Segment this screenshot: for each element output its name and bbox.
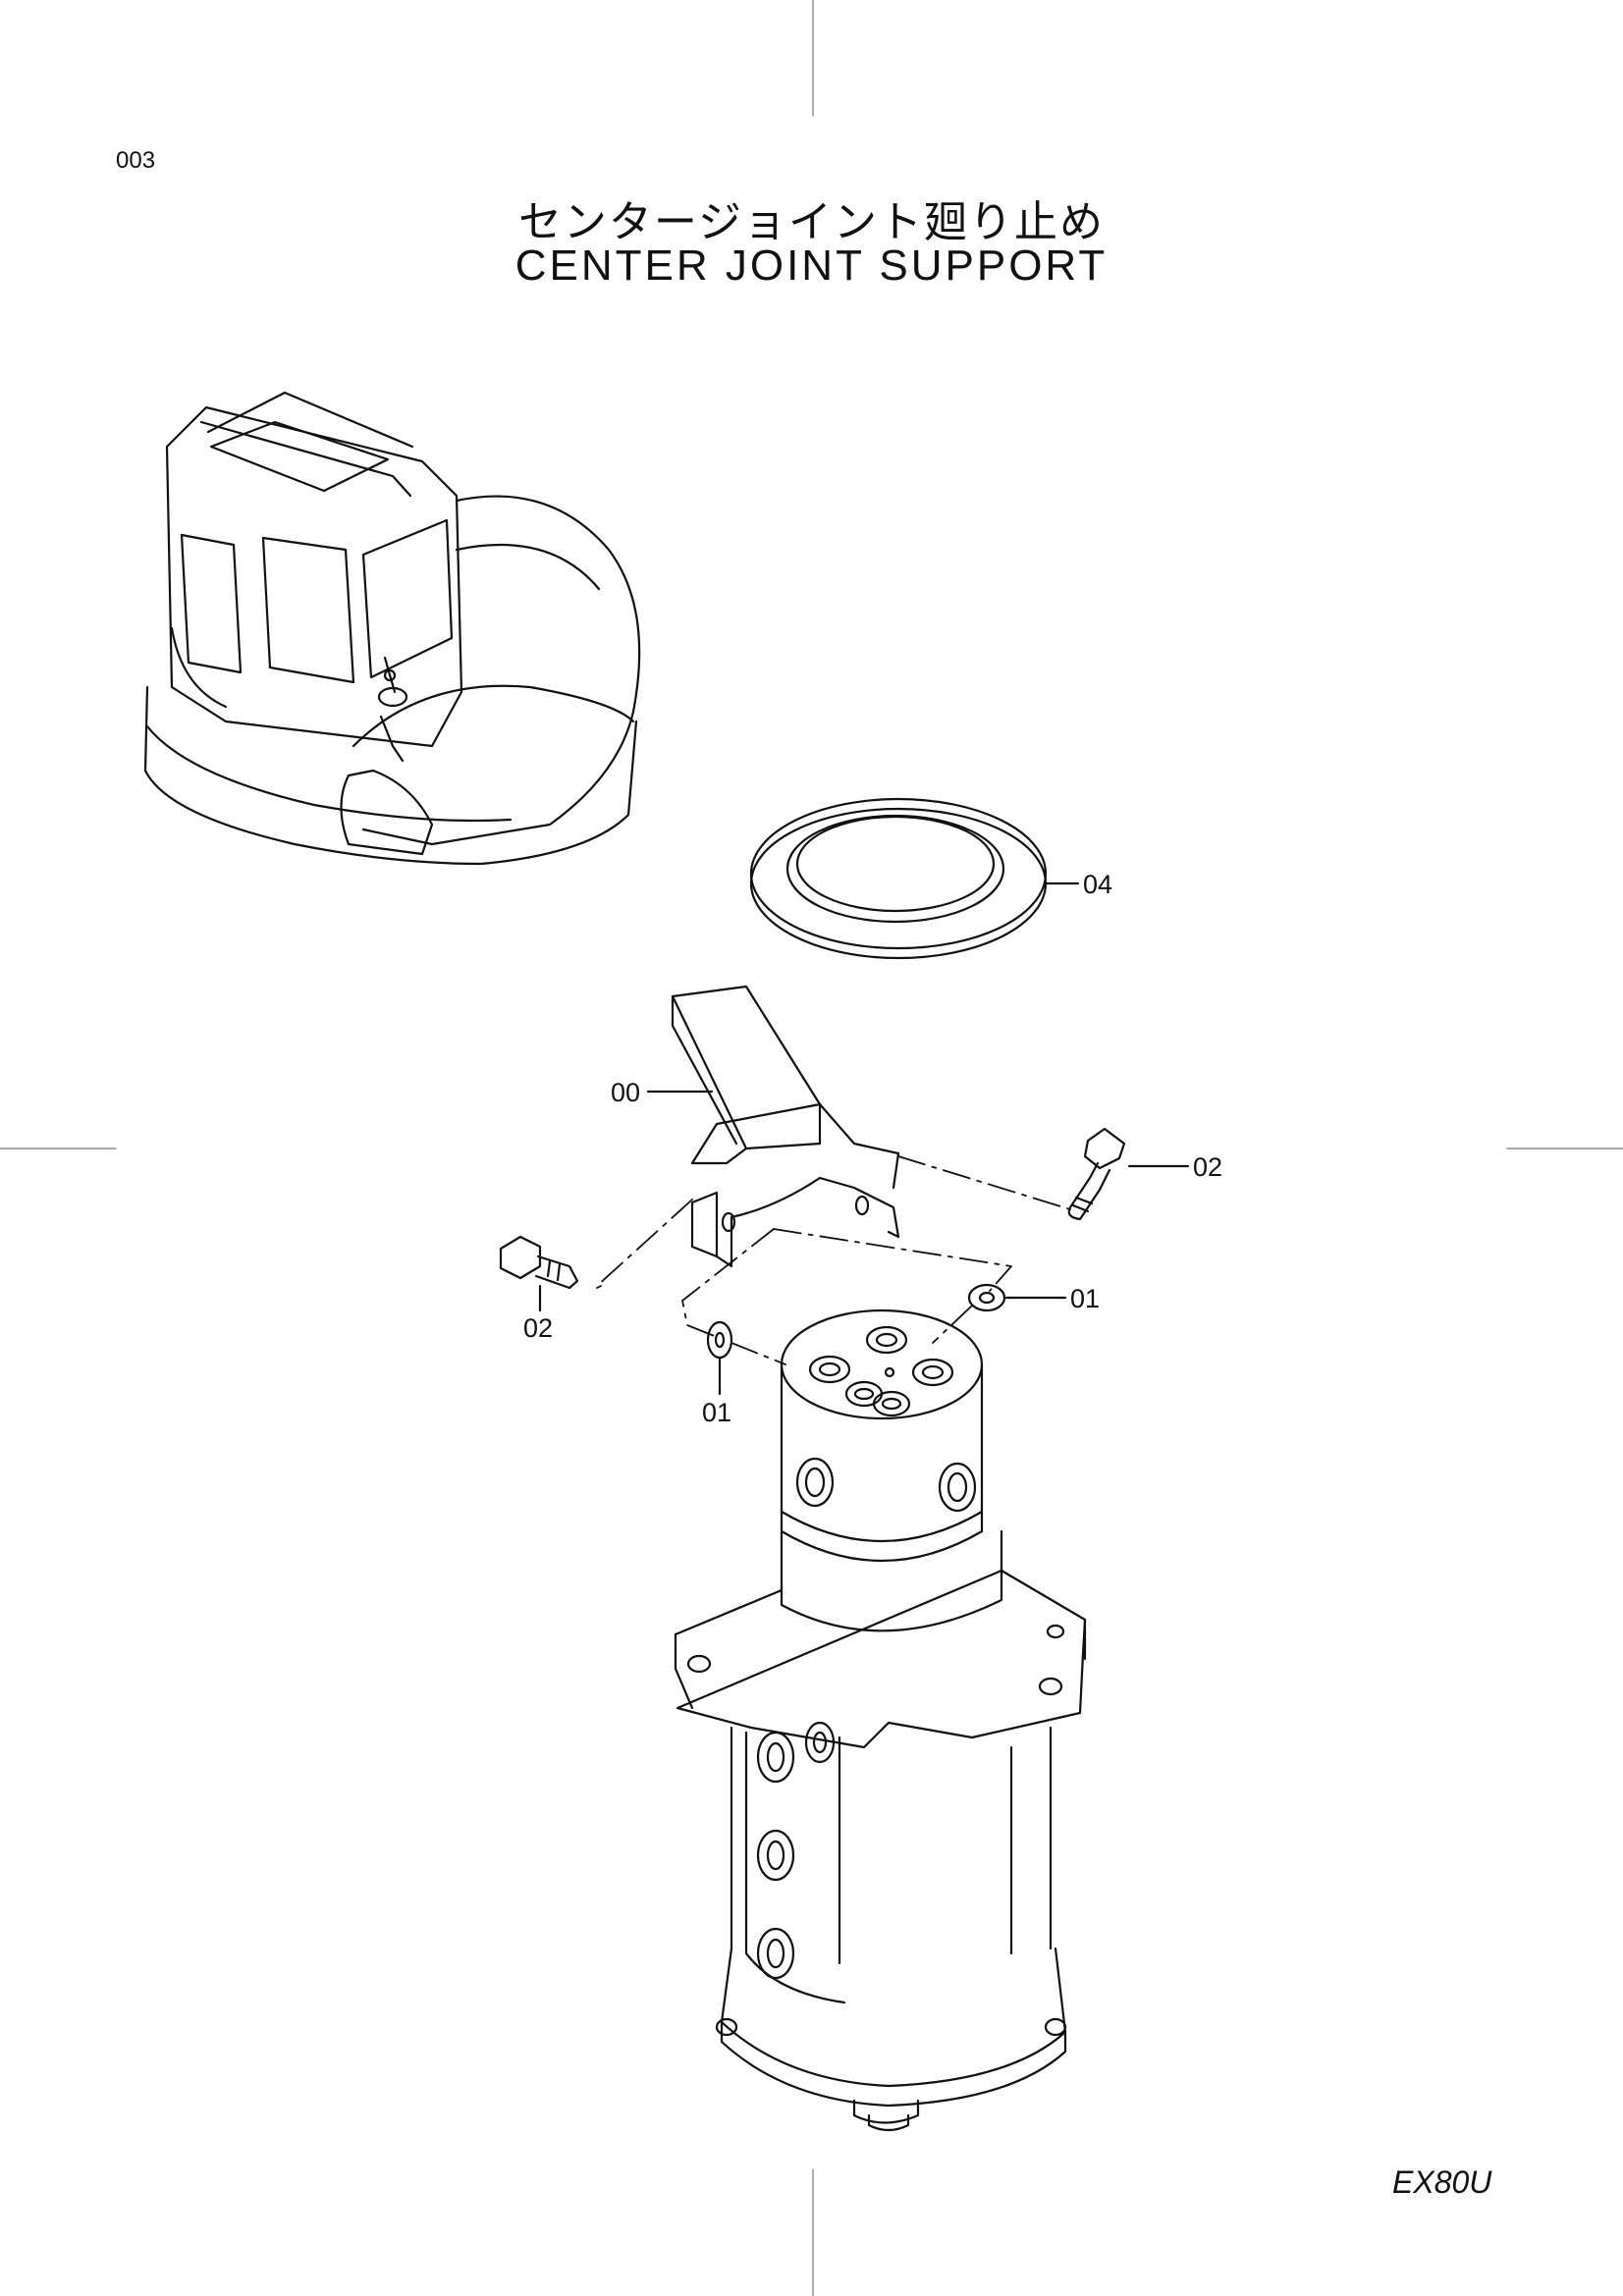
support-bracket-part-00 [646,985,900,1268]
excavator-overview [143,391,641,866]
page-title-english: CENTER JOINT SUPPORT [514,241,1109,290]
callout-04: 04 [1083,870,1112,899]
washer-right-part-01 [967,1283,1067,1312]
model-label: EX80U [1392,2164,1492,2200]
bolt-right-part-02 [1067,1127,1190,1221]
callout-00: 00 [611,1078,640,1107]
washer-left-part-01 [706,1320,733,1396]
ring-seal-part-04 [749,797,1080,960]
callout-01-right: 01 [1070,1284,1100,1313]
callout-02-left: 02 [523,1313,553,1343]
assembly-lines [596,1155,1071,1365]
page-code: 003 [116,147,156,174]
center-joint-body [674,1308,1087,2132]
callout-01-left: 01 [702,1398,731,1427]
page-title-japanese: センタージョイント廻り止め [517,197,1106,247]
bolt-left-part-02 [499,1235,579,1312]
callout-02-right: 02 [1193,1152,1222,1182]
